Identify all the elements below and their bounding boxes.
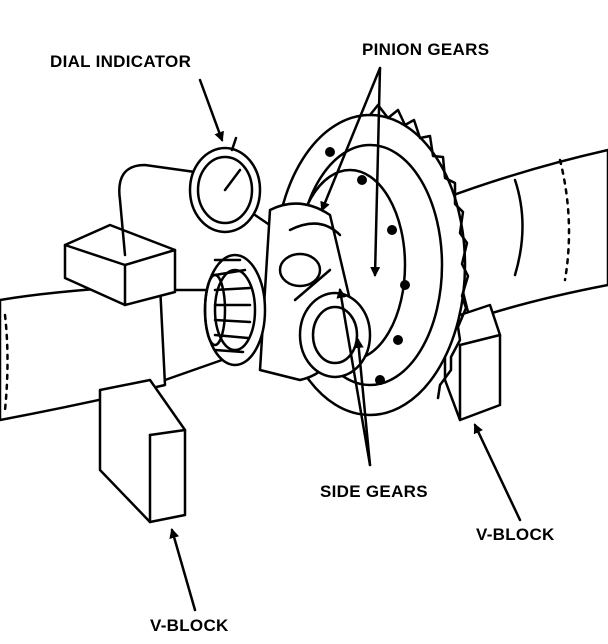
- v-block-left-leader: [169, 528, 197, 612]
- bearing: [203, 253, 267, 367]
- dial-indicator-gauge: [188, 136, 282, 234]
- right-axle-shaft: [438, 148, 608, 322]
- pinion-gears-leader-2: [370, 66, 382, 277]
- pinion-gears-label: PINION GEARS: [362, 40, 490, 59]
- v-block-left-label: V-BLOCK: [150, 616, 229, 635]
- ring-gear-bolts: [325, 147, 410, 385]
- differential-case: [258, 202, 372, 382]
- flexible-arm: [118, 163, 197, 257]
- dial-indicator-leader: [198, 78, 224, 142]
- v-block-right-label: V-BLOCK: [476, 525, 555, 544]
- leader-lines: [169, 66, 522, 612]
- v-block-right-leader: [473, 423, 522, 522]
- pinion-gears-leader-1: [320, 66, 382, 212]
- v-block-left-shape: [98, 378, 187, 524]
- side-gears-label: SIDE GEARS: [320, 482, 428, 501]
- dial-indicator-label: DIAL INDICATOR: [50, 52, 192, 71]
- side-gears-leader-1: [336, 288, 372, 467]
- magnetic-base: [63, 223, 177, 307]
- side-gears-leader-2: [353, 338, 372, 467]
